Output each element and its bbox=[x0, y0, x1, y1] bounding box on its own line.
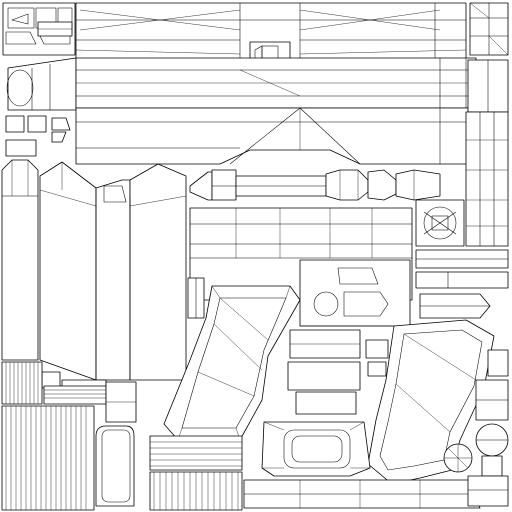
grip-center-rects bbox=[287, 329, 389, 415]
top-right-small-islands bbox=[469, 2, 509, 56]
bottom-left-hatch-blocks bbox=[1, 361, 107, 511]
top-left-small-islands bbox=[2, 2, 76, 56]
magazine-island bbox=[261, 421, 371, 477]
bottom-right-parts bbox=[443, 349, 509, 507]
stock-panel-left bbox=[1, 159, 39, 361]
barrel-detail-piece bbox=[189, 169, 441, 201]
bottom-left-curved-piece bbox=[95, 381, 137, 507]
bottom-mid-hatch-strip bbox=[149, 435, 243, 511]
trigger-guard-island bbox=[299, 259, 411, 327]
grip-right-island bbox=[367, 319, 495, 485]
right-vertical-strips bbox=[465, 59, 509, 247]
receiver-right-strips bbox=[415, 249, 509, 319]
barrel-bottom-island bbox=[75, 107, 477, 165]
left-tiny-pieces bbox=[5, 115, 71, 157]
magazine-base-strip bbox=[243, 479, 481, 509]
emblem-island bbox=[415, 199, 465, 247]
stock-panel-center bbox=[39, 161, 187, 381]
barrel-side-island bbox=[6, 57, 477, 111]
